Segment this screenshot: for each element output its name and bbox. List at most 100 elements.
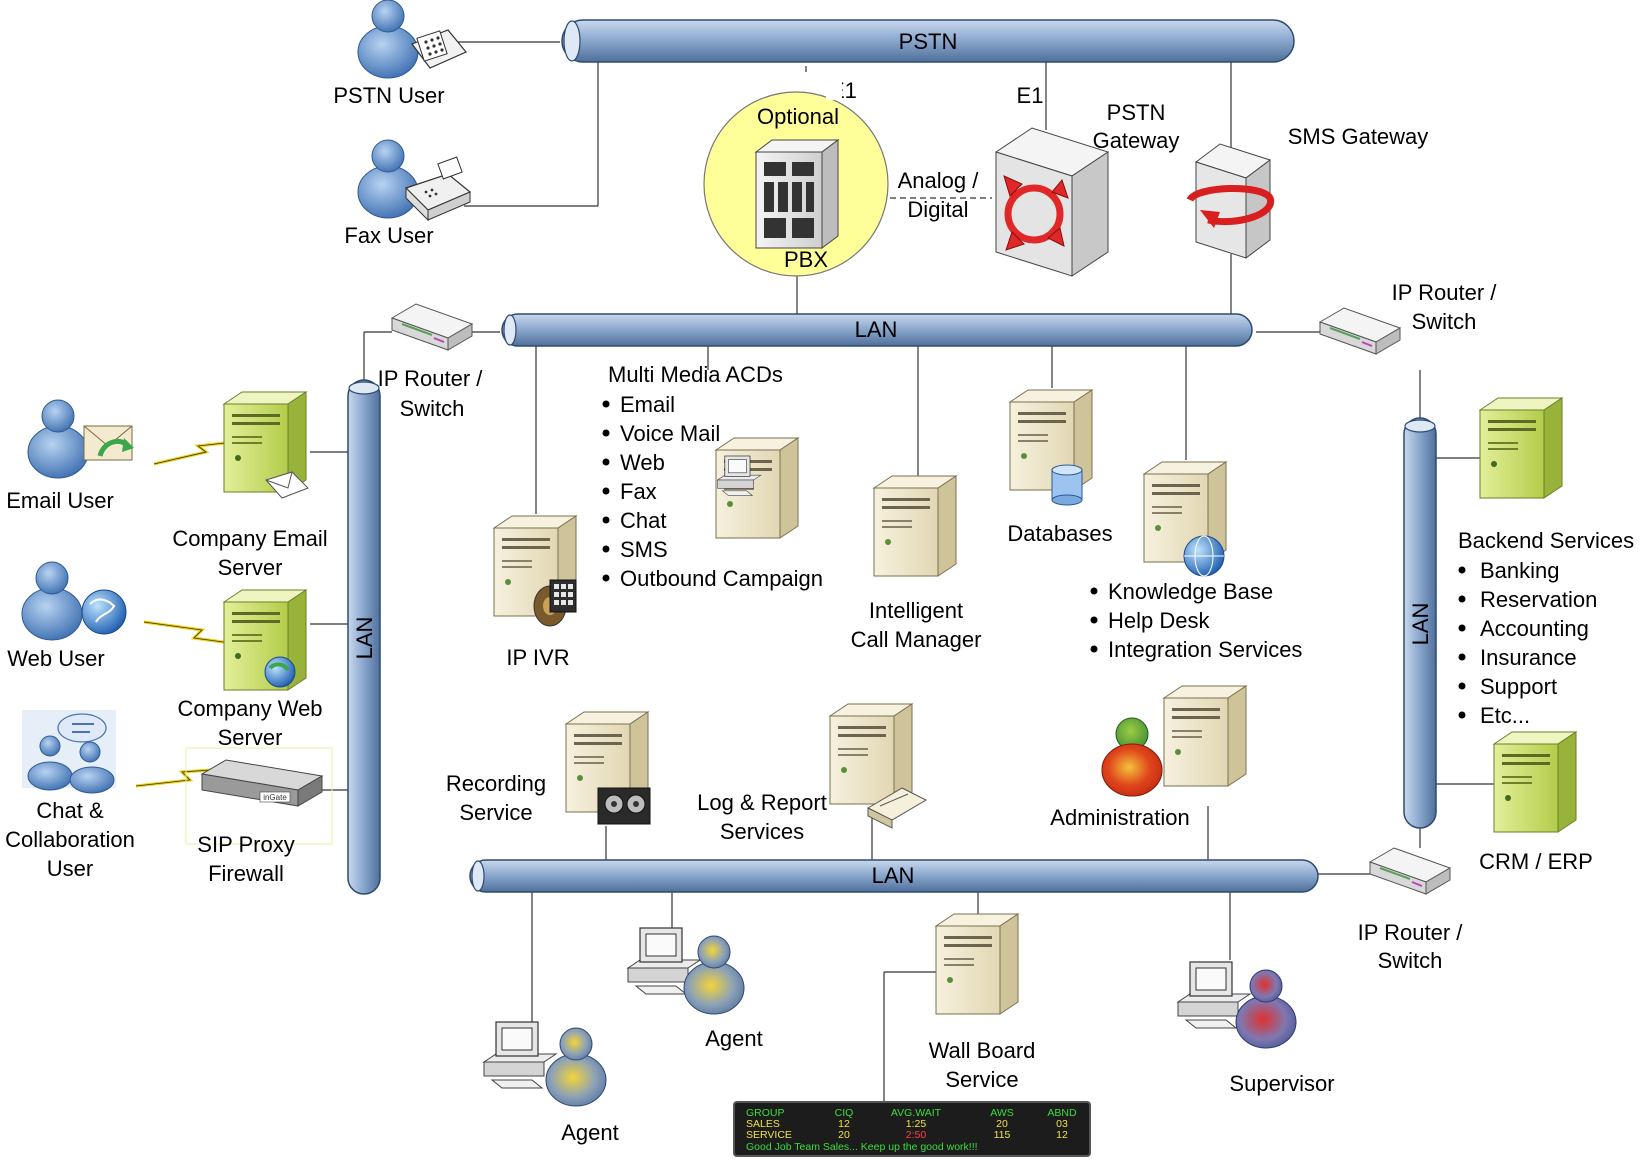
router-left-icon	[391, 303, 473, 351]
lan-top-pipe	[501, 313, 1253, 347]
globe-icon	[81, 589, 127, 635]
acd-item: Outbound Campaign	[620, 566, 823, 591]
wb-header: CIQ	[835, 1107, 854, 1119]
recording-label-line2: Service	[459, 800, 532, 825]
router-bottom-icon	[1369, 847, 1451, 895]
acd-item: Email	[620, 392, 675, 417]
wb-header: ABND	[1047, 1107, 1077, 1119]
wallboard-label-line1: Wall Board	[929, 1038, 1036, 1063]
wb-cell: 12	[1056, 1129, 1068, 1141]
wb-header: AWS	[990, 1107, 1014, 1119]
pbx-e1-mask	[826, 78, 842, 100]
databases-label: Databases	[1007, 521, 1112, 546]
pbx-optional-label: Optional	[757, 104, 839, 129]
administration-label: Administration	[1050, 805, 1189, 830]
call-manager-label-line2: Call Manager	[851, 627, 982, 652]
backend-item: Reservation	[1480, 587, 1597, 612]
fax-user-label: Fax User	[344, 223, 433, 248]
call-manager-label-line1: Intelligent	[869, 598, 963, 623]
connection-lines	[310, 41, 1498, 1102]
wb-cell: 12	[838, 1118, 850, 1130]
log-report-label-line2: Services	[720, 819, 804, 844]
wb-cell: 115	[994, 1129, 1011, 1141]
wb-header: GROUP	[746, 1107, 785, 1119]
supervisor-label: Supervisor	[1229, 1071, 1334, 1096]
lan-right-label: LAN	[1408, 603, 1433, 646]
lan-left-pipe	[347, 379, 381, 895]
web-server-label-line1: Company Web	[177, 696, 322, 721]
pstn-gateway-icon	[994, 127, 1110, 277]
digital-label: Digital	[907, 197, 968, 222]
router-bottom-label-line1: IP Router /	[1358, 920, 1464, 945]
pstn-gateway-e1-label: E1	[1017, 83, 1044, 108]
wb-cell: 03	[1056, 1118, 1068, 1130]
lan-left-label: LAN	[352, 617, 377, 660]
agent2-person-icon	[683, 935, 745, 1015]
agent1-label: Agent	[561, 1120, 619, 1145]
telephone-icon	[411, 29, 467, 69]
web-user-label: Web User	[7, 646, 104, 671]
printer-icon	[866, 787, 928, 829]
router-bottom-label-line2: Switch	[1378, 948, 1443, 973]
analog-label: Analog /	[898, 168, 980, 193]
crm-label: CRM / ERP	[1479, 849, 1593, 874]
acd-list: Email Voice Mail Web Fax Chat SMS Outbou…	[602, 392, 823, 591]
pstn-user-icon	[357, 0, 467, 79]
acd-item: SMS	[620, 537, 668, 562]
log-report-label-line1: Log & Report	[697, 790, 827, 815]
speech-bubble-icon	[57, 713, 107, 743]
sip-proxy-brand: inGate	[263, 793, 287, 802]
wallboard-label-line2: Service	[945, 1067, 1018, 1092]
chat-user-icon	[22, 710, 116, 794]
acd-item: Voice Mail	[620, 421, 720, 446]
chat-user-label-line2: Collaboration	[5, 827, 135, 852]
sip-proxy-icon: inGate	[200, 759, 324, 807]
pstn-gateway-label-line2: Gateway	[1093, 128, 1180, 153]
backend-list: Banking Reservation Accounting Insurance…	[1458, 558, 1597, 728]
wb-cell: 20	[996, 1118, 1008, 1130]
wb-ticker: Good Job Team Sales... Keep up the good …	[746, 1141, 978, 1153]
knowledge-item: Integration Services	[1108, 637, 1302, 662]
wallboard-server-icon	[935, 913, 1019, 1015]
lan-right-pipe	[1403, 417, 1437, 829]
web-globe-icon	[264, 656, 296, 688]
mail-envelope-icon	[265, 471, 309, 499]
router-right-label-line1: IP Router /	[1392, 280, 1498, 305]
backend-item: Etc...	[1480, 703, 1530, 728]
sip-proxy-label-line2: Firewall	[208, 861, 284, 886]
acd-title: Multi Media ACDs	[608, 362, 783, 387]
supervisor-person-icon	[1235, 969, 1297, 1049]
email-user-label: Email User	[6, 488, 114, 513]
backend-item: Support	[1480, 674, 1557, 699]
knowledge-list: Knowledge Base Help Desk Integration Ser…	[1090, 579, 1302, 662]
pstn-label: PSTN	[899, 29, 958, 54]
agent1-person-icon	[545, 1027, 607, 1107]
wallboard-display: GROUP CIQ AVG.WAIT AWS ABND SALES 12 1:2…	[733, 1101, 1091, 1157]
email-server-label-line2: Server	[218, 555, 283, 580]
acd-item: Web	[620, 450, 665, 475]
agent2-label: Agent	[705, 1026, 763, 1051]
pbx-label: PBX	[784, 247, 828, 272]
call-manager-server-icon	[873, 475, 957, 577]
crm-server-icon	[1493, 731, 1577, 833]
chat-user-label-line1: Chat &	[36, 798, 104, 823]
pstn-gateway-label-line1: PSTN	[1107, 100, 1166, 125]
sip-proxy-frame	[185, 747, 333, 845]
wb-cell: SALES	[746, 1118, 780, 1130]
acd-item: Fax	[620, 479, 657, 504]
agent1-pc-icon	[483, 1021, 557, 1089]
backend-item: Accounting	[1480, 616, 1589, 641]
fax-user-icon	[357, 139, 472, 222]
email-user-icon	[27, 399, 134, 479]
lan-bottom-label: LAN	[872, 863, 915, 888]
tape-recorder-icon	[597, 787, 651, 825]
fax-machine-icon	[404, 156, 472, 222]
backend-item: Banking	[1480, 558, 1560, 583]
wb-cell: SERVICE	[746, 1129, 792, 1141]
recording-label-line1: Recording	[446, 771, 546, 796]
sip-proxy-label-line1: SIP Proxy	[197, 832, 294, 857]
pstn-pipe	[561, 19, 1295, 63]
web-user-icon	[21, 561, 127, 641]
knowledge-item: Help Desk	[1108, 608, 1210, 633]
